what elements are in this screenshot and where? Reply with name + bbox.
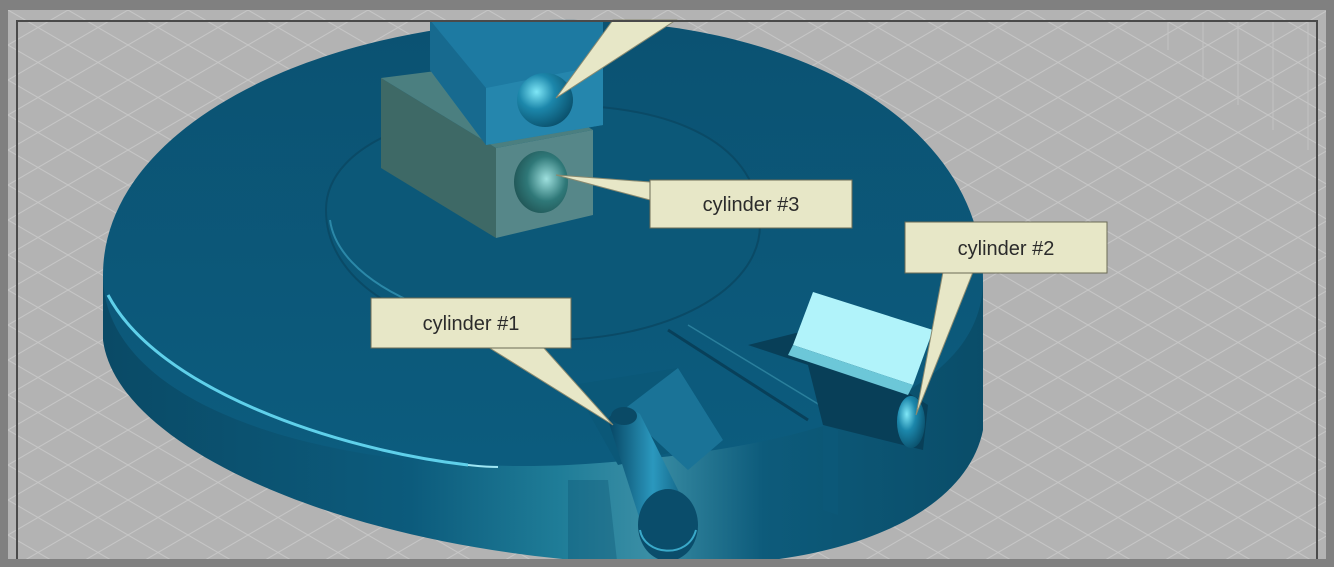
cylinder-2-callout-box[interactable] [904, 221, 1108, 274]
pocket [748, 330, 928, 450]
cylinder-1-bottom-highlight [639, 529, 697, 552]
slide-block-top [793, 292, 933, 385]
upper-block-hole [517, 73, 573, 127]
cylinder-3-label: cylinder #3 [703, 194, 800, 216]
cylinder-3-hole [514, 151, 568, 213]
cylinder-1-top [611, 407, 637, 425]
grid-vertical-lines [1167, 20, 1309, 150]
pocket-wall [823, 425, 838, 515]
cylinder-2-label: cylinder #2 [958, 238, 1055, 260]
cylinder-1-label: cylinder #1 [423, 313, 520, 335]
cylinder-1-callout-box[interactable] [370, 297, 572, 349]
side-shading [568, 480, 617, 559]
wedge-face [623, 368, 723, 470]
cad-scene[interactable]: cylinder #3 cylinder #2 cylinder #1 [8, 10, 1334, 567]
upper-block-side [430, 20, 486, 145]
rim-highlight-2 [467, 464, 499, 468]
lower-block-side [381, 78, 496, 238]
groove-line [667, 328, 809, 422]
rim-highlight [106, 294, 469, 467]
cylinder-3-callout-box[interactable] [649, 179, 853, 229]
cylinder-1-bottom-hole [638, 489, 698, 559]
groove-highlight [687, 324, 829, 411]
slide-block-edge [788, 345, 913, 395]
